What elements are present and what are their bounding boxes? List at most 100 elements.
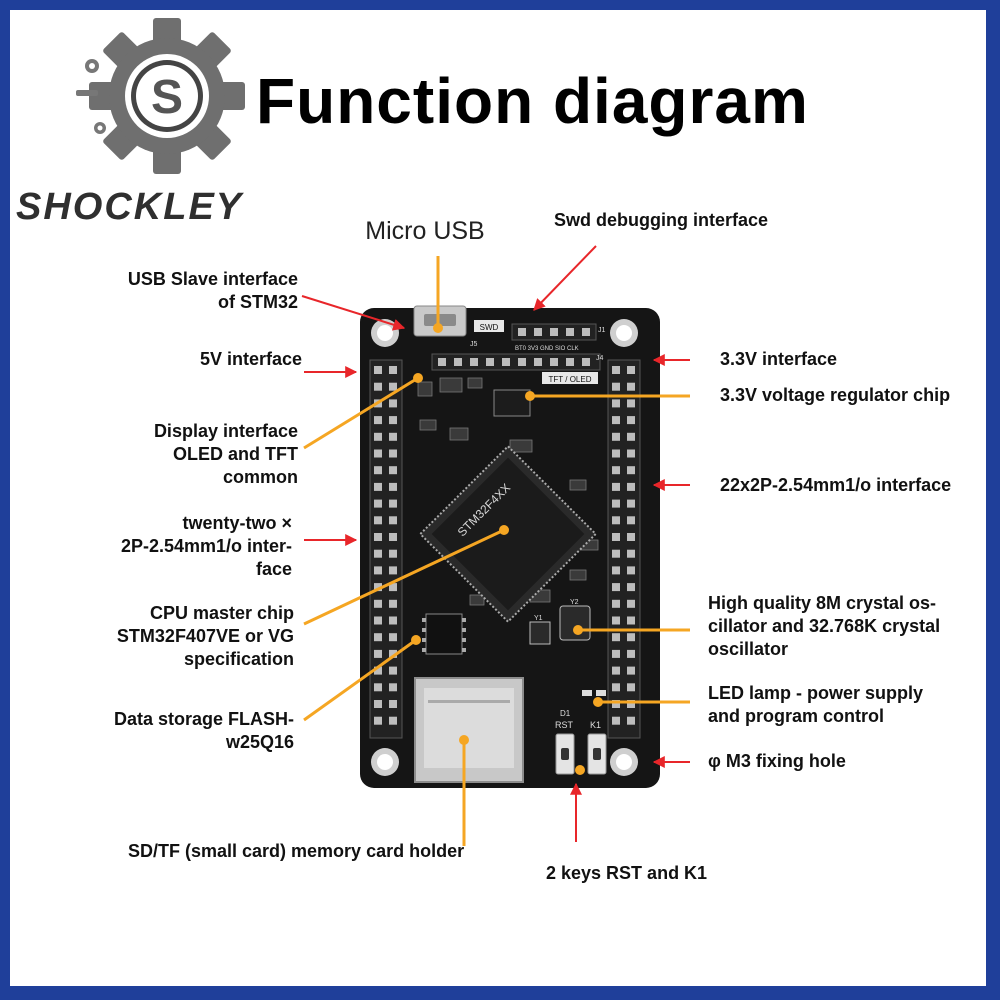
header-pin (627, 616, 635, 625)
header-pin (389, 366, 397, 374)
header-pin (612, 616, 620, 625)
label-sd: SD/TF (small card) memory card holder (128, 841, 465, 861)
header-pin (486, 358, 494, 366)
label-display-line3: common (222, 467, 298, 487)
header-pin (627, 382, 635, 391)
header-pin (374, 416, 382, 425)
label-header22: 22x2P-2.54mm1/o interface (720, 475, 952, 495)
header-pin (389, 482, 397, 491)
header-pin (389, 499, 397, 508)
header-pin (612, 599, 620, 608)
label-regulator: 3.3V voltage regulator chip (720, 385, 951, 405)
header-pin (550, 328, 558, 336)
diagram-canvas: S SHOCKLEY Function diagram (10, 10, 986, 986)
header-pin (374, 366, 382, 374)
header-pin (389, 683, 397, 692)
label-twentytwo-line3: face (255, 559, 292, 579)
label-display-line1: Display interface (153, 421, 298, 441)
header-pin (612, 683, 620, 692)
page-title: Function diagram (256, 65, 809, 137)
header-pin (389, 449, 397, 458)
header-pin (374, 482, 382, 491)
header-pin (612, 416, 620, 425)
header-pin (389, 516, 397, 525)
header-pin (389, 700, 397, 708)
left-pin-header (369, 359, 403, 739)
led-lamps: D1 (560, 690, 606, 718)
header-pin (627, 599, 635, 608)
header-pin (612, 549, 620, 558)
header-pin (518, 328, 526, 336)
label-cpu-line2: STM32F407VE or VG (116, 626, 294, 646)
header-pin (612, 666, 620, 675)
tft-oled-silk: TFT / OLED (549, 375, 592, 384)
header-pin (612, 499, 620, 508)
label-swd: Swd debugging interface (554, 210, 769, 230)
header-pin (454, 358, 462, 366)
header-pin (627, 666, 635, 675)
j4-silk: J4 (596, 355, 604, 362)
header-pin (534, 358, 542, 366)
swd-pins-silk: BT0 3V3 GND SIO CLK (515, 346, 579, 352)
header-pin (374, 599, 382, 608)
header-pin (612, 449, 620, 458)
header-pin (518, 358, 526, 366)
right-pin-header (607, 359, 641, 739)
header-pin (627, 633, 635, 642)
header-pin (389, 633, 397, 642)
header-pin (374, 549, 382, 558)
header-pin (374, 700, 382, 708)
header-pin (582, 328, 590, 336)
header-pin (612, 649, 620, 658)
label-cpu-line1: CPU master chip (149, 603, 294, 623)
header-pin (389, 599, 397, 608)
top-pin-header (431, 353, 601, 371)
y2-silk: Y2 (570, 599, 579, 606)
header-pin (612, 482, 620, 491)
board-diagram: SWD BT0 3V3 GND SIO CLK J1 J5 TFT / OLED… (301, 245, 690, 846)
header-pin (389, 566, 397, 575)
header-pin (612, 516, 620, 525)
header-pin (612, 382, 620, 391)
header-pin (374, 516, 382, 525)
label-crystal-line1: High quality 8M crystal os- (708, 593, 937, 613)
header-pin (627, 449, 635, 458)
y1-silk: Y1 (534, 615, 543, 622)
mounting-hole-icon (371, 319, 638, 776)
header-pin (627, 482, 635, 491)
header-pin (374, 633, 382, 642)
label-twentytwo-line2: 2P-2.54mm1/o inter- (120, 536, 292, 556)
header-pin (374, 533, 382, 541)
voltage-regulator-chip (493, 389, 531, 417)
header-pin (627, 649, 635, 658)
header-pin (627, 583, 635, 592)
label-usb-slave-line1: USB Slave interface (127, 269, 298, 289)
label-led-line2: and program control (708, 706, 885, 726)
header-pin (389, 533, 397, 541)
label-usb-slave: USB Slave interface of STM32 (50, 268, 298, 314)
label-3v3: 3.3V interface (720, 349, 838, 369)
header-pin (374, 683, 382, 692)
header-pin (612, 583, 620, 592)
header-pin (627, 716, 635, 725)
header-pin (627, 683, 635, 692)
header-pin (627, 366, 635, 374)
label-cpu: CPU master chip STM32F407VE or VG specif… (50, 602, 294, 671)
header-pin (612, 533, 620, 541)
label-twentytwo: twenty-two × 2P-2.54mm1/o inter- face (50, 512, 292, 581)
header-pin (627, 416, 635, 425)
label-usb-slave-line2: of STM32 (217, 292, 298, 312)
header-pin (374, 499, 382, 508)
header-pin (374, 583, 382, 592)
flash-chip (422, 613, 466, 655)
label-hole: φ M3 fixing hole (708, 751, 846, 771)
j5-silk: J5 (470, 341, 478, 348)
label-crystal-line2: cillator and 32.768K crystal (708, 616, 941, 636)
header-pin (438, 358, 446, 366)
label-cpu-line3: specification (183, 649, 294, 669)
header-pin (627, 516, 635, 525)
label-led-line1: LED lamp - power supply (708, 683, 924, 703)
header-pin (374, 649, 382, 658)
header-pin (374, 666, 382, 675)
header-pin (389, 432, 397, 441)
